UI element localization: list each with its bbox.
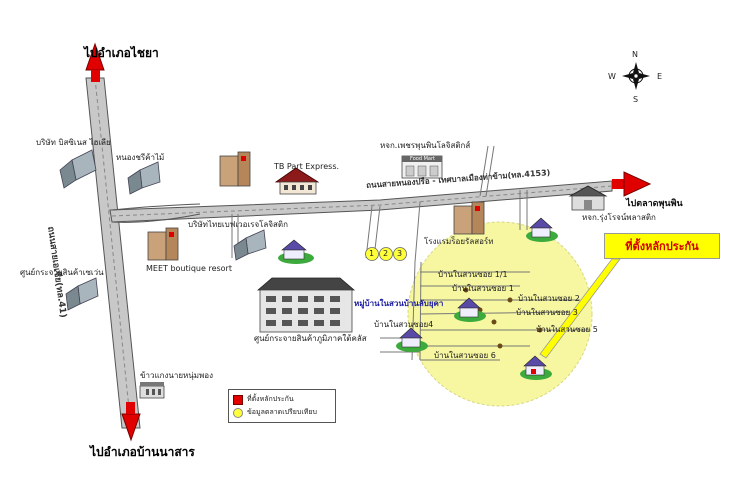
cp-logistics-label: หจก.เพชรพุนพินโลจิสติกส์ bbox=[380, 141, 471, 150]
to-chaiya-label: ไปอำเภอไชยา bbox=[84, 46, 159, 60]
marker-1-label: 1 bbox=[369, 249, 375, 258]
compass-rose-icon bbox=[622, 62, 650, 90]
callout-pointer bbox=[539, 258, 621, 359]
road-4153 bbox=[109, 180, 613, 223]
food-mart-icon bbox=[401, 155, 443, 179]
warehouse-nongsuan-icon bbox=[127, 161, 161, 195]
legend-row-collateral: ที่ตั้งหลักประกัน bbox=[233, 393, 331, 406]
collateral-callout: ที่ตั้งหลักประกัน bbox=[604, 233, 720, 259]
village-label: หมู่บ้านในสวนบ้านลับยุคา bbox=[354, 299, 444, 308]
soi-5-label: บ้านในสวนซอย 5 bbox=[536, 325, 598, 334]
marker-2-label: 2 bbox=[383, 249, 389, 258]
marker-3-label: 3 bbox=[397, 249, 403, 258]
house-village-icon bbox=[454, 297, 486, 322]
khaokaeng-label: ข้าวแกงนายหนุ่มพอง bbox=[140, 371, 214, 380]
south-distribution-center-icon bbox=[256, 277, 356, 333]
bitsinet-label: บริษัท บิสซิเนส ไฮเลีย bbox=[36, 138, 111, 147]
soi-1-1-label: บ้านในสวนซอย 1/1 bbox=[438, 270, 508, 279]
warehouse-seven-icon bbox=[65, 277, 99, 311]
nongsuan-wood-label: หนองชรีค้าไม้ bbox=[116, 153, 165, 162]
building-nongsuan-icon bbox=[219, 151, 251, 187]
to-ban-na-san-label: ไปอำเภอบ้านนาสาร bbox=[90, 445, 195, 459]
house-collateral-icon bbox=[520, 355, 552, 380]
to-phunphin-market-label: ไปตลาดพุนพิน bbox=[626, 199, 683, 209]
warehouse-bitsinet-icon bbox=[59, 149, 97, 189]
food-mart-label: Food Mart bbox=[410, 156, 435, 162]
tb-express-icon bbox=[274, 167, 320, 195]
compass-s-label: S bbox=[633, 95, 639, 104]
arrow-to-ban-na-san bbox=[121, 402, 141, 442]
legend-yellow-circle-icon bbox=[233, 407, 243, 418]
arrow-to-chaiya bbox=[85, 42, 105, 82]
house-soi4-icon bbox=[396, 327, 428, 352]
compass-n-label: N bbox=[632, 50, 638, 59]
legend-row-market: ข้อมูลตลาดเปรียบเทียบ bbox=[233, 406, 331, 419]
legend-collateral-label: ที่ตั้งหลักประกัน bbox=[247, 395, 294, 403]
soi-2-label: บ้านในสวนซอย 2 bbox=[518, 294, 580, 303]
map-legend: ที่ตั้งหลักประกัน ข้อมูลตลาดเปรียบเทียบ bbox=[228, 389, 336, 423]
collateral-callout-text: ที่ตั้งหลักประกัน bbox=[625, 240, 699, 253]
numbered-markers bbox=[365, 247, 407, 261]
arrow-to-phunphin bbox=[612, 171, 652, 197]
compass-e-label: E bbox=[657, 72, 663, 81]
thaibev-label: บริษัทไทยเบฟเวอเรจโลจิสติก bbox=[188, 220, 288, 229]
house-thaibev-icon bbox=[278, 239, 314, 264]
warehouse-thaibev-icon bbox=[233, 229, 267, 261]
legend-market-label: ข้อมูลตลาดเปรียบเทียบ bbox=[247, 408, 317, 416]
rungrot-label: หจก.รุ่งโรจน์พลาสติก bbox=[582, 213, 656, 222]
highway-41 bbox=[85, 77, 141, 429]
legend-red-square-icon bbox=[233, 394, 243, 405]
rungrot-building-icon bbox=[568, 185, 608, 211]
meet-resort-label: MEET boutique resort bbox=[146, 264, 232, 273]
tb-express-label: TB Part Express. bbox=[274, 162, 340, 171]
soi-1-label: บ้านในสวนซอย 1 bbox=[452, 284, 514, 293]
soi-6-label: บ้านในสวนซอย 6 bbox=[434, 351, 496, 360]
house-hotel-side-icon bbox=[526, 217, 558, 242]
soi-4-label: บ้านในสวนซอย4 bbox=[374, 320, 434, 329]
south-distribution-label: ศูนย์กระจายสินค้าภูมิภาคใต้คลัส bbox=[254, 334, 367, 343]
building-meet-icon bbox=[147, 227, 179, 261]
distribution-seven-label: ศูนย์กระจายสินค้าเซเว่น bbox=[20, 268, 104, 277]
soi-3-label: บ้านในสวนซอย 3 bbox=[516, 308, 578, 317]
building-hotel-icon bbox=[453, 201, 485, 235]
compass-w-label: W bbox=[608, 72, 616, 81]
hotel-label: โรงแรมร็อยรัลสอร์ท bbox=[424, 237, 494, 246]
khaokaeng-shop-icon bbox=[139, 382, 165, 399]
